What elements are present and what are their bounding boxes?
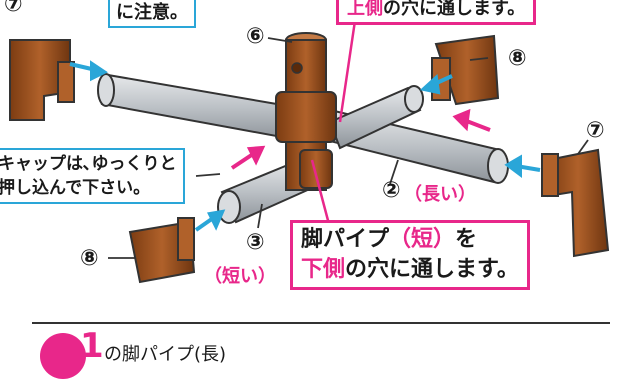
elbow-8-top-right <box>431 34 500 106</box>
part-number-2: ② <box>382 178 401 203</box>
callout-top-hole: 上側の穴に通します。 <box>336 0 537 25</box>
callout-top-hole-emph: 上側 <box>347 0 383 19</box>
part-number-8-bottom: ⑧ <box>80 246 99 271</box>
callout-caution: に注意。 <box>108 0 196 28</box>
leg-short-particle: を <box>455 227 478 252</box>
part-label-2: （長い） <box>404 184 476 205</box>
pipe-upper-right <box>328 85 424 150</box>
leg-short-label: 脚パイプ <box>301 227 390 252</box>
callout-caution-text: に注意。 <box>116 2 188 23</box>
callout-cap: キャップは､ゆっくりと 押し込んで下さい。 <box>0 148 185 204</box>
part-number-3: ③ <box>246 230 265 255</box>
pipe-upper-left <box>97 73 302 142</box>
step-instruction: の脚パイプ(長) <box>104 344 227 365</box>
part-number-7-right: ⑦ <box>586 118 605 143</box>
cross-fitting-6 <box>275 32 337 191</box>
part-number-8-top: ⑧ <box>508 46 527 71</box>
callout-leg-short-line2: 下側の穴に通します。 <box>301 255 519 285</box>
callout-cap-line2: 押し込んで下さい。 <box>0 178 151 198</box>
callout-leg-short-line1: 脚パイプ（短）を <box>301 225 519 255</box>
elbow-7-top-left <box>9 39 75 121</box>
elbow-8-bottom-left <box>128 217 196 284</box>
callout-leg-short: 脚パイプ（短）を 下側の穴に通します。 <box>290 220 530 290</box>
assembly-illustration <box>9 13 610 284</box>
part-label-3: （短い） <box>204 266 276 287</box>
blue-arrows <box>69 60 541 232</box>
callout-cap-line1: キャップは､ゆっくりと <box>0 154 177 174</box>
leader-lines <box>108 37 589 259</box>
step-number: 1 <box>80 326 104 366</box>
leg-short-size: （短） <box>389 227 456 252</box>
section-divider <box>32 322 610 324</box>
elbow-7-right <box>541 148 610 258</box>
pink-arrows <box>230 13 491 170</box>
part-number-6: ⑥ <box>246 24 265 49</box>
leg-short-rest: の穴に通します。 <box>345 257 519 282</box>
leg-short-emph: 下側 <box>301 257 346 282</box>
part-number-7-top: ⑦ <box>4 0 23 17</box>
callout-top-hole-rest: の穴に通します。 <box>383 0 526 19</box>
